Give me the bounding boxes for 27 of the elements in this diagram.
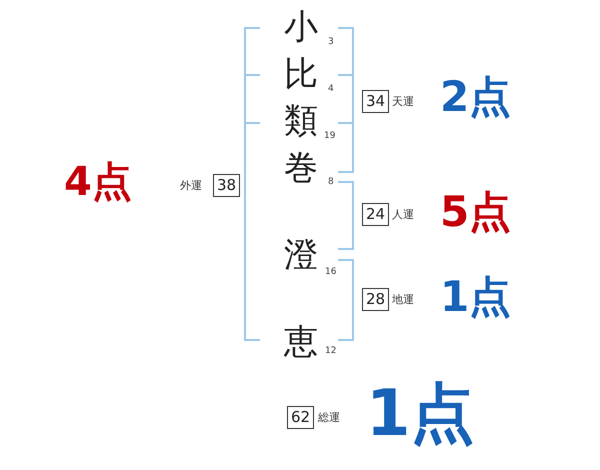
stroke-count: 4 (328, 85, 334, 94)
fortune-type-label: 外運 (180, 180, 202, 191)
stroke-count: 3 (328, 38, 334, 47)
name-character: 恵 (284, 325, 318, 359)
stroke-count: 16 (325, 268, 336, 277)
name-character: 澄 (284, 238, 318, 272)
name-character: 巻 (284, 151, 318, 185)
stroke-count: 12 (325, 347, 336, 356)
stroke-count: 8 (328, 178, 334, 187)
fortune-type-label: 総運 (318, 412, 340, 423)
score-text: 1点 (366, 382, 475, 446)
name-character: 類 (284, 104, 318, 138)
stroke-total-box: 24 (362, 203, 390, 226)
fortune-type-label: 天運 (392, 96, 414, 107)
stroke-total-box: 62 (287, 406, 314, 429)
fortune-type-label: 人運 (392, 209, 414, 220)
name-character: 比 (284, 57, 318, 91)
stroke-total-box: 28 (362, 288, 390, 311)
score-text: 4点 (64, 162, 132, 202)
stroke-total-box: 34 (362, 90, 390, 113)
score-text: 5点 (440, 191, 512, 233)
score-text: 2点 (440, 76, 512, 118)
score-text: 1点 (440, 276, 512, 318)
stroke-count: 19 (324, 132, 336, 141)
fortune-type-label: 地運 (392, 294, 414, 305)
name-character: 小 (284, 10, 318, 44)
stroke-total-box: 38 (213, 174, 240, 197)
